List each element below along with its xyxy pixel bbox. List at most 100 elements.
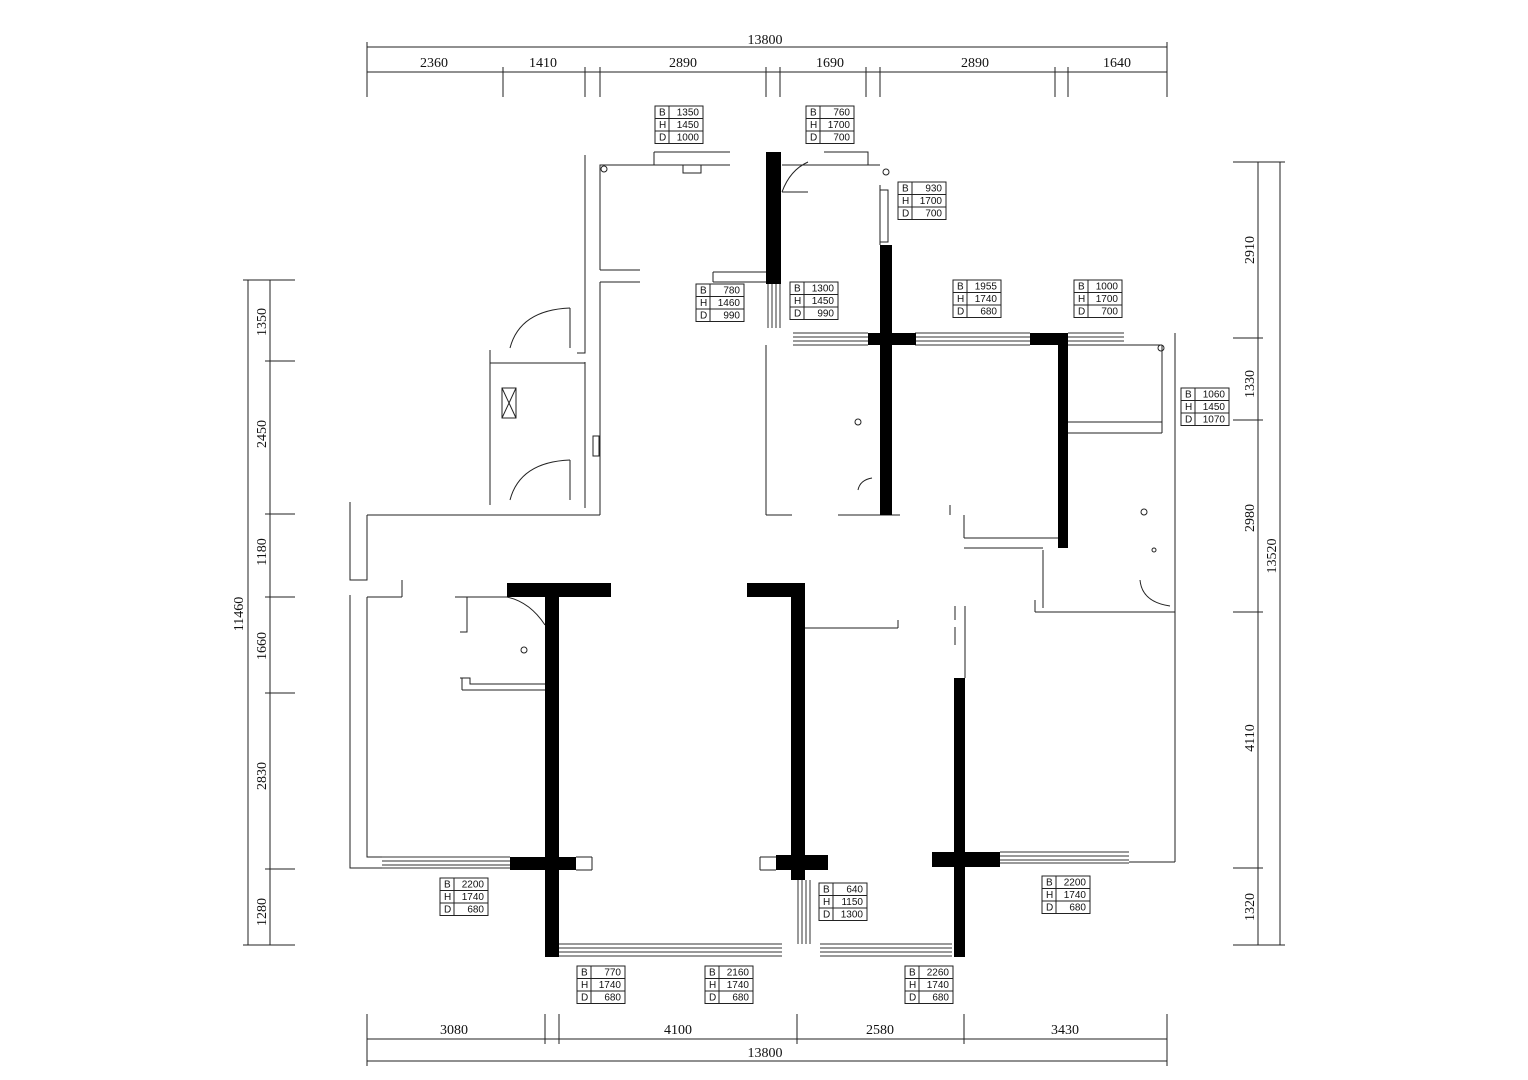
- tag-value-d: 1070: [1203, 415, 1226, 426]
- tag-key-label: D: [444, 905, 451, 916]
- tag-key-label: B: [709, 968, 716, 979]
- top-total-dimension: 13800: [748, 33, 783, 48]
- tag-key-label: B: [444, 880, 451, 891]
- tag-key-label: B: [700, 286, 707, 297]
- tag-value-h: 1700: [1096, 294, 1119, 305]
- tag-key-label: D: [902, 209, 909, 220]
- tag-value-b: 1060: [1203, 390, 1226, 401]
- tag-key-label: D: [709, 993, 716, 1004]
- tag-value-d: 680: [980, 307, 997, 318]
- tag-key-label: H: [794, 296, 801, 307]
- tag-key-label: B: [810, 108, 817, 119]
- tag-key-label: H: [909, 980, 916, 991]
- tag-value-b: 1955: [975, 282, 998, 293]
- tag-value-d: 680: [467, 905, 484, 916]
- tag-key-label: H: [957, 294, 964, 305]
- fixture-symbol: [501, 164, 1165, 654]
- tag-value-b: 1300: [812, 284, 835, 295]
- right-dimension-segment: 1330: [1243, 370, 1258, 398]
- right-total-dimension: 13520: [1265, 539, 1280, 574]
- tag-value-d: 680: [604, 993, 621, 1004]
- left-dimension-segment: 2830: [255, 762, 270, 790]
- tag-key-label: B: [909, 968, 916, 979]
- tag-key-label: H: [709, 980, 716, 991]
- tag-key-label: B: [957, 282, 964, 293]
- window: [382, 284, 1129, 957]
- tag-key-label: H: [659, 120, 666, 131]
- tag-value-b: 2160: [727, 968, 750, 979]
- left-dimension-segment: 2450: [255, 420, 270, 448]
- door-swing: [506, 161, 1171, 626]
- tag-value-h: 1740: [1064, 890, 1087, 901]
- structural-walls: [507, 152, 1068, 957]
- tag-value-b: 1000: [1096, 282, 1119, 293]
- tag-value-b: 770: [604, 968, 621, 979]
- tag-value-b: 1350: [677, 108, 700, 119]
- right-dimension-segment: 1320: [1243, 893, 1258, 921]
- tag-key-label: B: [794, 284, 801, 295]
- tag-key-label: D: [659, 133, 666, 144]
- tag-value-d: 680: [932, 993, 949, 1004]
- tag-value-b: 930: [925, 184, 942, 195]
- tag-value-h: 1450: [812, 296, 835, 307]
- tag-key-label: B: [1078, 282, 1085, 293]
- tag-value-d: 700: [1101, 307, 1118, 318]
- tag-value-h: 1740: [927, 980, 950, 991]
- tag-value-b: 2200: [1064, 878, 1087, 889]
- tag-key-label: D: [823, 910, 830, 921]
- bottom-dimension-chain: 3080 4100 2580 3430 13800: [366, 1014, 1168, 1066]
- tag-key-label: D: [909, 993, 916, 1004]
- tag-key-label: H: [1078, 294, 1085, 305]
- tag-key-label: B: [902, 184, 909, 195]
- tag-key-label: D: [581, 993, 588, 1004]
- tag-value-d: 680: [1069, 903, 1086, 914]
- tag-key-label: D: [1185, 415, 1192, 426]
- top-dimension-segment: 1640: [1103, 56, 1131, 71]
- tag-value-h: 1450: [1203, 402, 1226, 413]
- top-dimension-segment: 2890: [961, 56, 989, 71]
- tag-value-d: 990: [817, 309, 834, 320]
- tag-key-label: H: [902, 196, 909, 207]
- tag-value-h: 1740: [599, 980, 622, 991]
- tag-key-label: B: [1185, 390, 1192, 401]
- tag-key-label: D: [700, 311, 707, 322]
- tag-key-label: B: [659, 108, 666, 119]
- bottom-dimension-segment: 2580: [866, 1023, 894, 1038]
- tag-value-b: 2260: [927, 968, 950, 979]
- tag-key-label: H: [1185, 402, 1192, 413]
- tag-key-label: D: [957, 307, 964, 318]
- tag-key-label: H: [1046, 890, 1053, 901]
- tag-value-d: 1300: [841, 910, 864, 921]
- tag-value-h: 1700: [828, 120, 851, 131]
- tag-value-h: 1460: [718, 298, 741, 309]
- tag-key-label: H: [444, 892, 451, 903]
- top-dimension-chain: 13800 2360 1410 2890 1690 2890 1640: [366, 33, 1168, 97]
- tag-key-label: B: [823, 885, 830, 896]
- tag-key-label: D: [794, 309, 801, 320]
- tag-value-b: 760: [833, 108, 850, 119]
- left-dimension-segment: 1280: [255, 898, 270, 926]
- tag-value-d: 1000: [677, 133, 700, 144]
- top-dimension-segment: 1410: [529, 56, 557, 71]
- tag-value-b: 2200: [462, 880, 485, 891]
- thin-wall-outline: [349, 151, 1176, 871]
- tag-value-h: 1740: [727, 980, 750, 991]
- tag-key-label: D: [810, 133, 817, 144]
- tag-value-d: 700: [925, 209, 942, 220]
- top-dimension-segment: 2890: [669, 56, 697, 71]
- bottom-dimension-segment: 4100: [664, 1023, 692, 1038]
